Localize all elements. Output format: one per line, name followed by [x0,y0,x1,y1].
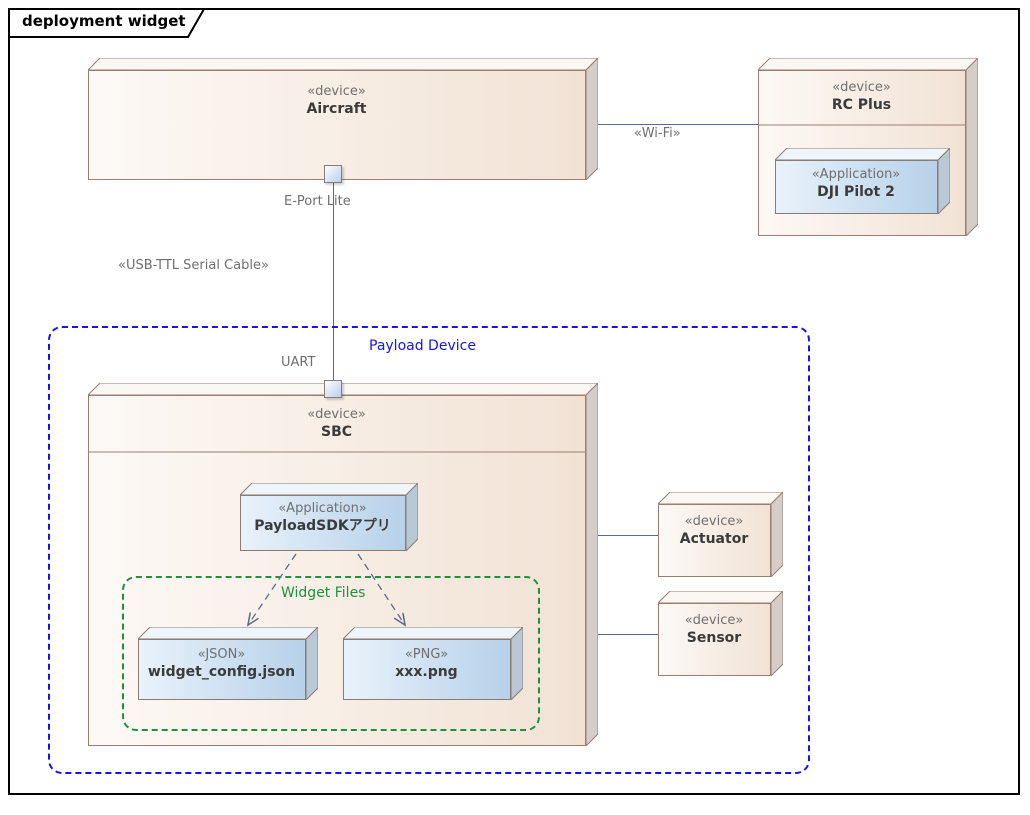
boundary-widget-files [122,576,540,731]
node-aircraft-shape [88,58,598,180]
node-dji-pilot-2[interactable]: «Application» DJI Pilot 2 [775,148,950,214]
port-e-port-lite-label: E-Port Lite [284,194,351,209]
connector-wifi-line [598,124,758,125]
node-sensor-shape [658,591,783,676]
node-aircraft[interactable]: «device» Aircraft [88,58,598,180]
port-uart[interactable] [324,380,342,398]
node-dji-pilot-2-shape [775,148,950,214]
connector-usb-ttl-line [333,180,334,390]
node-payloadsdk-app[interactable]: «Application» PayloadSDKアプリ [240,483,418,551]
connector-usb-ttl-label: «USB-TTL Serial Cable» [118,258,269,273]
node-sensor[interactable]: «device» Sensor [658,591,783,676]
node-xxx-png-shape [343,627,523,700]
node-widget-config-json[interactable]: «JSON» widget_config.json [138,627,318,700]
boundary-payload-device-label: Payload Device [369,338,476,354]
connector-sbc-actuator-line [598,535,658,536]
frame-tab-shape [8,8,206,38]
node-widget-config-json-shape [138,627,318,700]
port-uart-label: UART [281,355,316,370]
boundary-payload-device [48,326,810,774]
diagram-frame-tab: deployment widget [8,8,208,38]
node-actuator-shape [658,492,783,577]
port-e-port-lite[interactable] [324,165,342,183]
connector-sbc-sensor-line [598,634,658,635]
node-xxx-png[interactable]: «PNG» xxx.png [343,627,523,700]
node-payloadsdk-app-shape [240,483,418,551]
connector-wifi-label: «Wi-Fi» [634,126,681,141]
node-actuator[interactable]: «device» Actuator [658,492,783,577]
boundary-widget-files-label: Widget Files [281,585,366,601]
diagram-title: deployment widget [22,12,186,30]
